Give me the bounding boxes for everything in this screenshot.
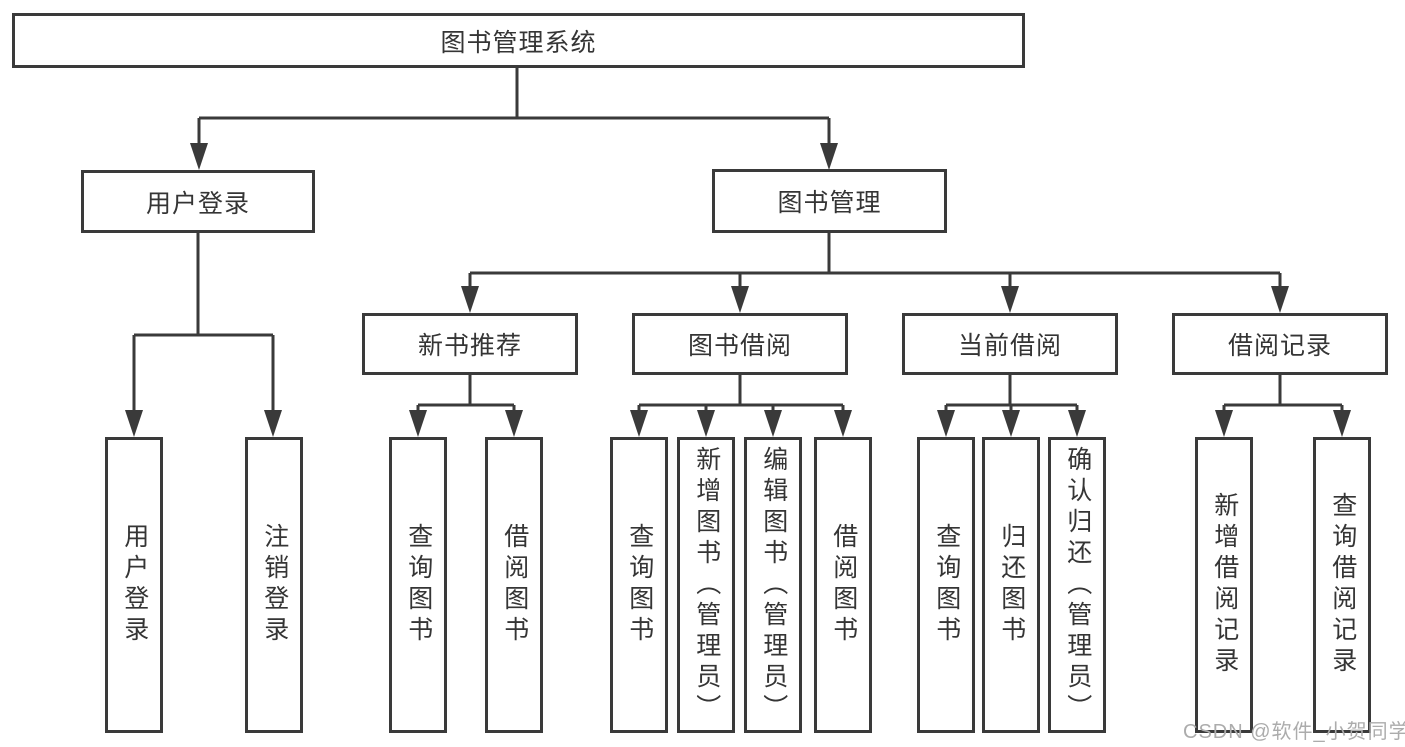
leaf-edit-books-admin: 编辑图书（管理员）: [744, 437, 802, 733]
leaf-label: 新增借阅记录: [1210, 492, 1239, 678]
leaf-add-books-admin: 新增图书（管理员）: [677, 437, 735, 733]
leaf-label: 借阅图书: [829, 523, 858, 647]
leaf-label: 借阅图书: [500, 523, 529, 647]
node-borrow-records: 借阅记录: [1172, 313, 1388, 375]
leaf-add-borrow-record: 新增借阅记录: [1195, 437, 1253, 733]
leaf-label: 编辑图书（管理员）: [759, 445, 788, 725]
leaf-label: 查询图书: [625, 523, 654, 647]
node-new-book-recommend: 新书推荐: [362, 313, 578, 375]
leaf-label: 查询图书: [932, 523, 961, 647]
leaf-label: 查询图书: [404, 523, 433, 647]
node-root: 图书管理系统: [12, 13, 1025, 68]
leaf-query-borrow-record: 查询借阅记录: [1313, 437, 1371, 733]
leaf-label: 用户登录: [120, 523, 149, 647]
leaf-label: 注销登录: [260, 523, 289, 647]
node-current-borrow: 当前借阅: [902, 313, 1118, 375]
leaf-query-books-recommend: 查询图书: [389, 437, 447, 733]
leaf-borrow-books: 借阅图书: [814, 437, 872, 733]
leaf-label: 查询借阅记录: [1328, 492, 1357, 678]
leaf-label: 新增图书（管理员）: [692, 445, 721, 725]
watermark: CSDN @软件_小贺同学: [1183, 721, 1405, 743]
node-book-management: 图书管理: [712, 169, 947, 233]
node-user-login: 用户登录: [81, 170, 315, 233]
leaf-confirm-return-admin: 确认归还（管理员）: [1048, 437, 1106, 733]
leaf-user-login: 用户登录: [105, 437, 163, 733]
leaf-borrow-books-recommend: 借阅图书: [485, 437, 543, 733]
node-book-borrow: 图书借阅: [632, 313, 848, 375]
leaf-query-books-borrow: 查询图书: [610, 437, 668, 733]
leaf-query-books-current: 查询图书: [917, 437, 975, 733]
leaf-logout: 注销登录: [245, 437, 303, 733]
leaf-label: 归还图书: [997, 523, 1026, 647]
leaf-return-books: 归还图书: [982, 437, 1040, 733]
leaf-label: 确认归还（管理员）: [1063, 445, 1092, 725]
